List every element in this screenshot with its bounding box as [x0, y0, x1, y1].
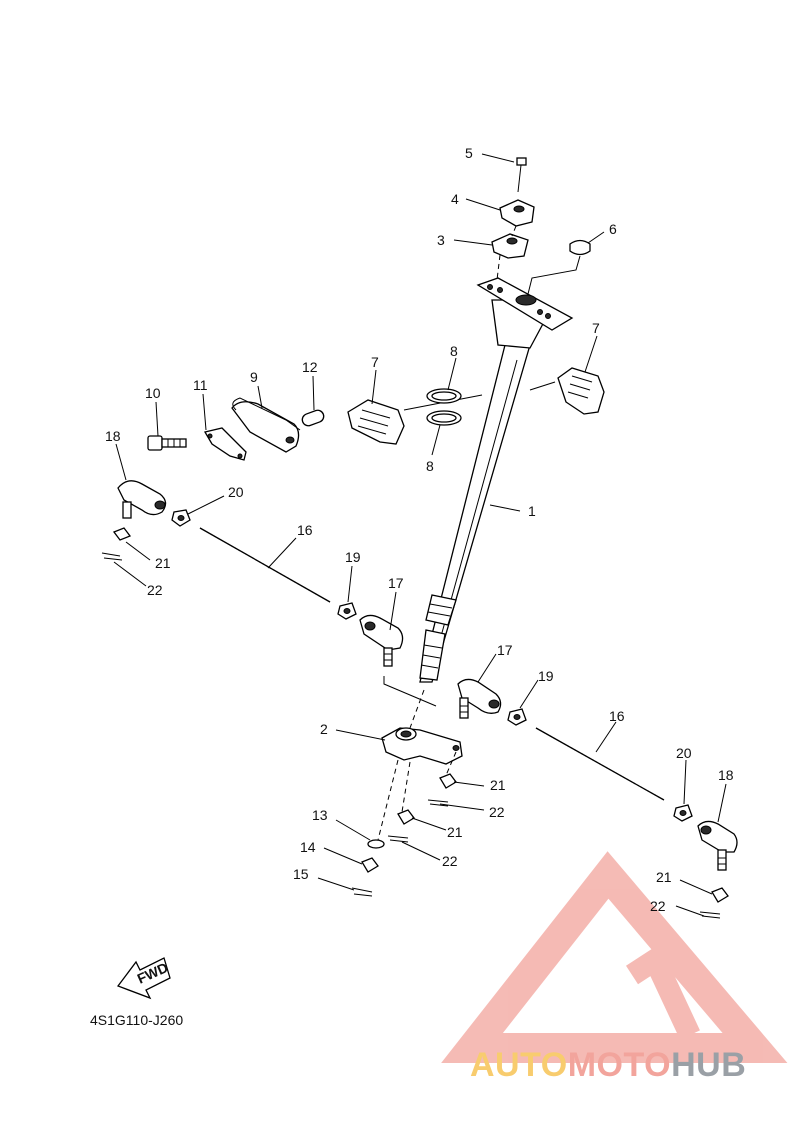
callout-7-right: 7 — [592, 320, 600, 336]
callout-18-right: 18 — [718, 767, 734, 783]
callout-21-arm-right: 21 — [490, 777, 506, 793]
callout-21-right: 21 — [656, 869, 672, 885]
pitman-arm — [351, 689, 463, 897]
callout-16-right: 16 — [609, 708, 625, 724]
callout-14: 14 — [300, 839, 316, 855]
callout-2: 2 — [320, 721, 328, 737]
callout-22-arm-left: 22 — [442, 853, 458, 869]
callout-numbers: 5 4 3 6 7 7 8 8 9 12 11 10 18 20 1 16 21… — [105, 145, 734, 914]
callout-8-lower: 8 — [426, 458, 434, 474]
callout-4: 4 — [451, 191, 459, 207]
callout-22-left: 22 — [147, 582, 163, 598]
bearing-holders — [347, 367, 605, 445]
callout-3: 3 — [437, 232, 445, 248]
steering-shaft — [419, 277, 574, 683]
callout-19-left: 19 — [345, 549, 361, 565]
callout-21-arm-left: 21 — [447, 824, 463, 840]
callout-18-left: 18 — [105, 428, 121, 444]
callout-7-left: 7 — [371, 354, 379, 370]
callout-13: 13 — [312, 807, 328, 823]
watermark-text: AUTOMOTOHUB — [470, 1046, 746, 1085]
automotohub-logo — [441, 851, 788, 1063]
callout-9: 9 — [250, 369, 258, 385]
callout-15: 15 — [293, 866, 309, 882]
lock-plate-assembly — [147, 397, 325, 461]
callout-22-arm-right: 22 — [489, 804, 505, 820]
callout-12: 12 — [302, 359, 318, 375]
callout-20-left: 20 — [228, 484, 244, 500]
callout-16-left: 16 — [297, 522, 313, 538]
callout-10: 10 — [145, 385, 161, 401]
right-tie-rod-assembly — [457, 678, 738, 919]
callout-17-left: 17 — [388, 575, 404, 591]
callout-19-right: 19 — [538, 668, 554, 684]
callout-21-left: 21 — [155, 555, 171, 571]
callout-11: 11 — [193, 377, 208, 393]
fwd-arrow-icon: FWD — [116, 957, 171, 1000]
callout-8-upper: 8 — [450, 343, 458, 359]
watermark-hub: HUB — [671, 1046, 747, 1084]
callout-20-right: 20 — [676, 745, 692, 761]
callout-6: 6 — [609, 221, 617, 237]
watermark-moto: MOTO — [567, 1046, 672, 1084]
callout-1: 1 — [528, 503, 536, 519]
diagram-code: 4S1G110-J260 — [90, 1012, 184, 1028]
callout-17-right: 17 — [497, 642, 513, 658]
left-tie-rod-assembly — [101, 480, 437, 707]
leader-lines — [113, 153, 727, 917]
watermark-auto: AUTO — [470, 1046, 568, 1084]
upper-clamp-parts — [491, 157, 591, 295]
callout-5: 5 — [465, 145, 473, 161]
callout-22-right: 22 — [650, 898, 666, 914]
